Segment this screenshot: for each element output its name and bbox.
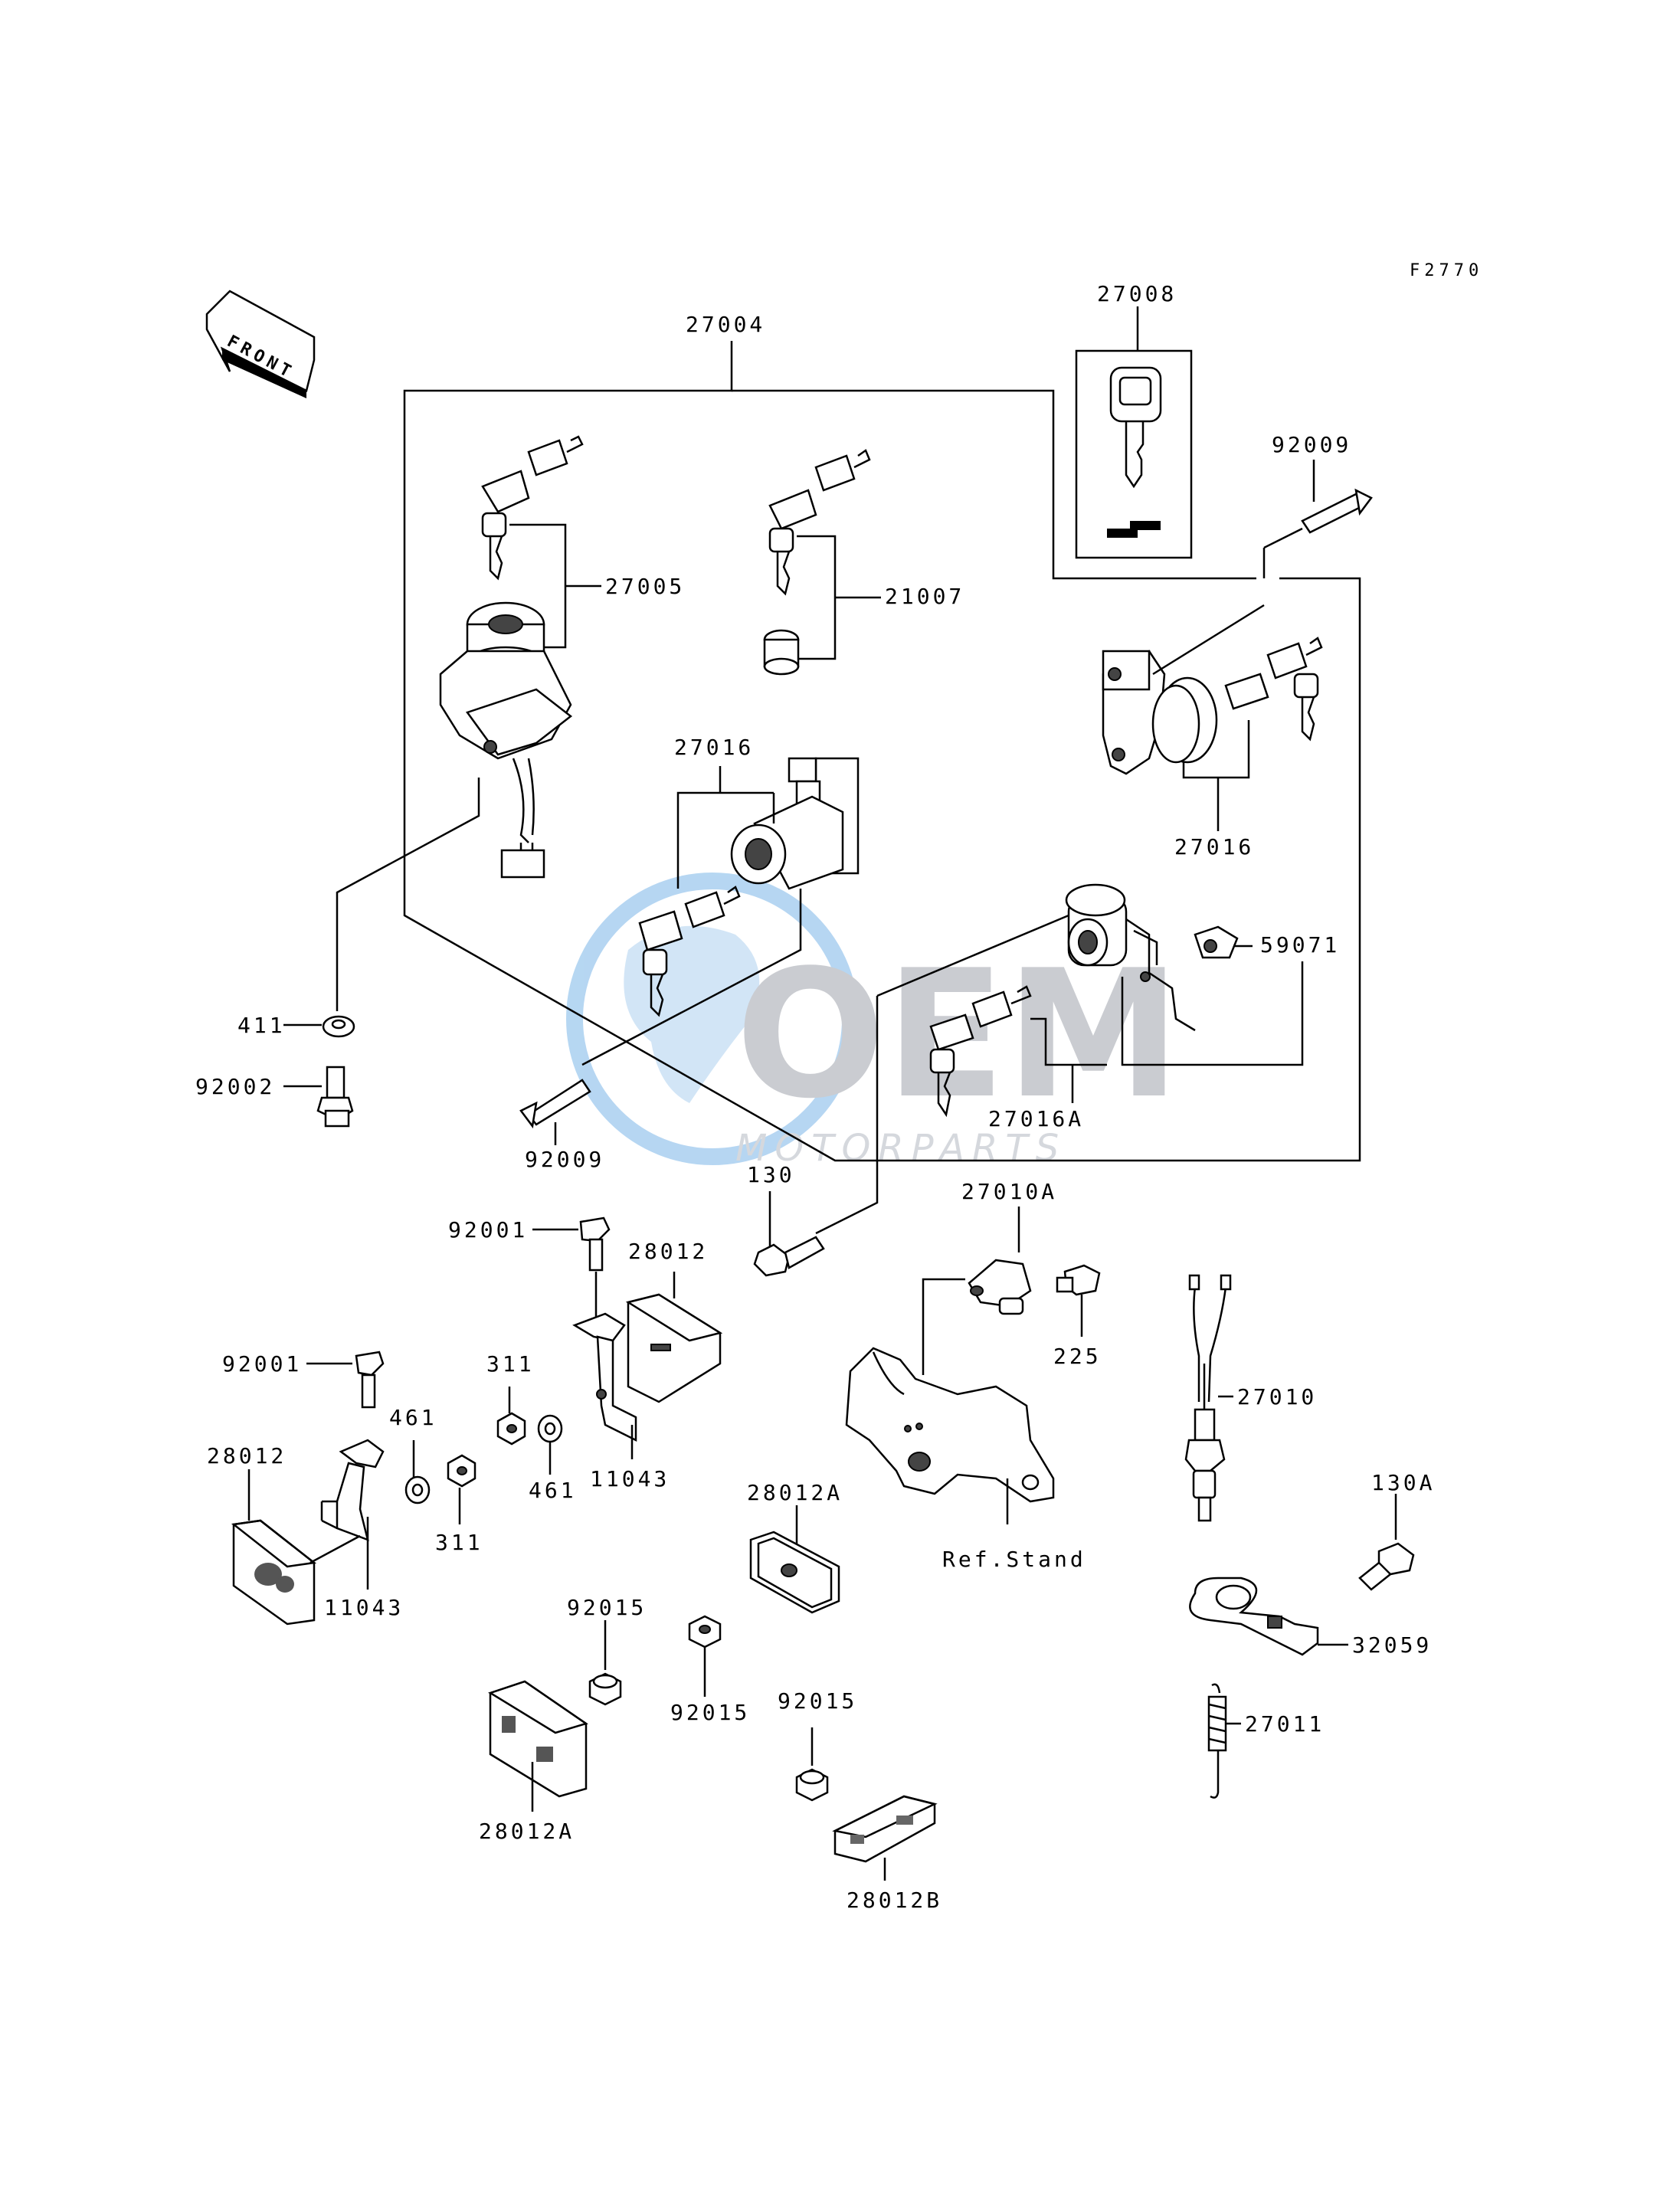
screw-92009-top [1262, 460, 1373, 578]
helmet-lock-27016-center [581, 757, 860, 1066]
callout-411: 411 [237, 1013, 286, 1038]
callout-311-mid: 311 [486, 1351, 535, 1377]
reflector-pattern-icon [254, 1563, 294, 1593]
callout-92015-left: 92015 [567, 1595, 647, 1620]
ignition-switch-27005 [336, 435, 601, 1011]
reflector-28012B [832, 1795, 938, 1881]
washer-461-mid [537, 1414, 563, 1475]
washer-461-left [404, 1440, 431, 1505]
reflector-28012A-mid [749, 1505, 840, 1614]
callout-92001-mid: 92001 [448, 1217, 528, 1243]
washer-411 [283, 1015, 355, 1038]
callout-130A: 130A [1371, 1470, 1435, 1495]
callout-27008: 27008 [1097, 281, 1177, 306]
helmet-lock-27016-right [1102, 604, 1323, 831]
callout-28012A-bottom: 28012A [479, 1819, 575, 1844]
callout-461-mid: 461 [529, 1478, 577, 1503]
callout-27016-right: 27016 [1174, 834, 1254, 859]
callout-92009-bottom: 92009 [525, 1147, 604, 1172]
bolt-225 [1056, 1264, 1101, 1337]
nut-311-mid [496, 1387, 526, 1446]
nut-311-left [447, 1454, 476, 1524]
lock-27016A [815, 883, 1304, 1235]
front-arrow-icon: FRONT [205, 290, 316, 398]
bolt-130 [753, 1191, 825, 1277]
reflector-28012A-bottom [488, 1680, 588, 1812]
nut-92015-left [588, 1620, 622, 1706]
figure-code: F2770 [1410, 261, 1483, 280]
reflector-pattern-icon [502, 1716, 553, 1762]
callout-27011: 27011 [1245, 1711, 1325, 1737]
callout-21007: 21007 [885, 584, 964, 609]
label-ref-stand: Ref.Stand [942, 1547, 1086, 1572]
callout-225: 225 [1053, 1344, 1102, 1369]
callout-92015-mid: 92015 [670, 1700, 750, 1725]
callout-461-left: 461 [389, 1405, 437, 1430]
key-tag-icon [1109, 366, 1162, 423]
set-frame-27004 [403, 341, 1361, 1162]
callout-92009-top: 92009 [1272, 432, 1351, 457]
callout-92001-left: 92001 [222, 1351, 302, 1377]
reflector-28012-mid [625, 1272, 723, 1403]
screw-92009-bottom [519, 1079, 591, 1145]
callout-28012B: 28012B [847, 1888, 942, 1913]
callout-11043-mid: 11043 [590, 1466, 670, 1491]
callout-311-left: 311 [435, 1530, 483, 1555]
switch-27010A [922, 1207, 1032, 1375]
callout-130: 130 [747, 1162, 795, 1187]
reflector-28012-left [231, 1469, 361, 1626]
bracket-32059 [1189, 1577, 1348, 1656]
callout-27010A: 27010A [961, 1179, 1057, 1204]
stand-bracket-reference [845, 1347, 1055, 1524]
switch-27010 [1184, 1274, 1233, 1522]
callout-28012A-mid: 28012A [747, 1480, 843, 1505]
callout-27016A: 27016A [988, 1106, 1084, 1131]
callout-92015-right: 92015 [778, 1688, 857, 1714]
seat-lock-21007 [763, 449, 881, 676]
reflector-pattern-icon [850, 1816, 913, 1844]
nut-92015-mid [688, 1615, 722, 1697]
callout-59071: 59071 [1260, 932, 1340, 958]
key-tag-box-27008 [1075, 306, 1193, 559]
bolt-92001-mid [532, 1216, 611, 1272]
bolt-130A [1358, 1494, 1415, 1591]
spring-27011 [1207, 1683, 1241, 1799]
callout-27004: 27004 [686, 312, 765, 337]
callout-11043-left: 11043 [324, 1595, 404, 1620]
bracket-11043-mid [572, 1272, 637, 1459]
bracket-11043-left [320, 1439, 385, 1590]
callout-28012-mid: 28012 [628, 1239, 708, 1264]
callout-27016-center: 27016 [674, 735, 754, 760]
nut-92015-right [795, 1727, 829, 1802]
bolt-92001-left [306, 1351, 385, 1409]
watermark-globe-icon [566, 873, 859, 1165]
callout-92002: 92002 [195, 1074, 275, 1099]
bolt-92002 [283, 1066, 354, 1128]
callout-32059: 32059 [1352, 1632, 1432, 1658]
callout-27010: 27010 [1237, 1384, 1317, 1410]
callout-28012-left: 28012 [207, 1443, 287, 1468]
callout-27005: 27005 [605, 574, 685, 599]
